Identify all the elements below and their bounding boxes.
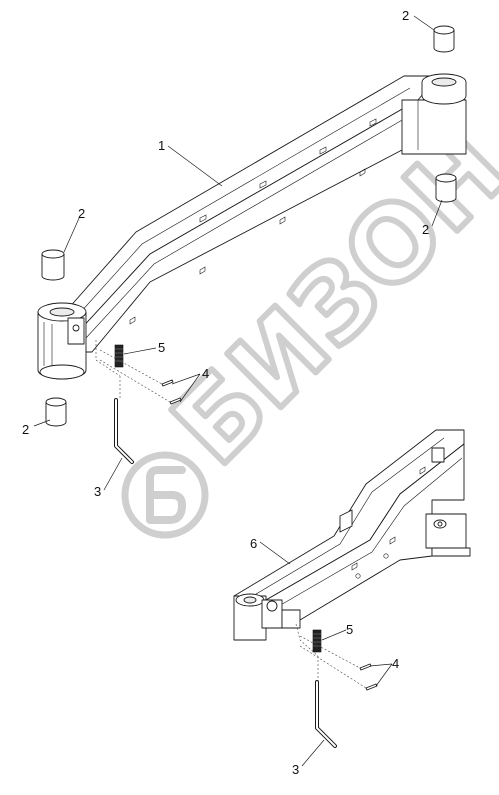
- callout-5-upper: 5: [158, 340, 165, 355]
- spring-pin-lower: [312, 629, 322, 653]
- bushing-bottom-right: [435, 173, 457, 203]
- lower-arm: [233, 429, 471, 641]
- callout-2-bottom-left: 2: [22, 422, 29, 437]
- leader-lines: [33, 15, 443, 767]
- callouts: 1 2 2 2 2 5 4 3 6 5 4 3: [22, 8, 429, 777]
- bushing-top-left: [41, 249, 65, 281]
- callout-1: 1: [158, 138, 165, 153]
- bushing-top-right: [433, 25, 455, 53]
- callout-4-lower: 4: [392, 656, 399, 671]
- lock-pin-lower: [315, 680, 337, 748]
- lock-pin-upper: [114, 398, 134, 464]
- callout-5-lower: 5: [346, 622, 353, 637]
- cotter-pins-lower: [359, 663, 378, 691]
- callout-2-top-left: 2: [78, 206, 85, 221]
- callout-4-upper: 4: [202, 366, 209, 381]
- callout-6: 6: [250, 536, 257, 551]
- callout-2-bottom-right: 2: [422, 222, 429, 237]
- spring-pin-upper: [114, 344, 124, 368]
- callout-3-lower: 3: [292, 762, 299, 777]
- bushing-bottom-left: [45, 397, 67, 427]
- callout-3-upper: 3: [94, 484, 101, 499]
- watermark-logo: [121, 451, 209, 539]
- callout-2-top-right: 2: [402, 8, 409, 23]
- upper-arm: [37, 73, 467, 380]
